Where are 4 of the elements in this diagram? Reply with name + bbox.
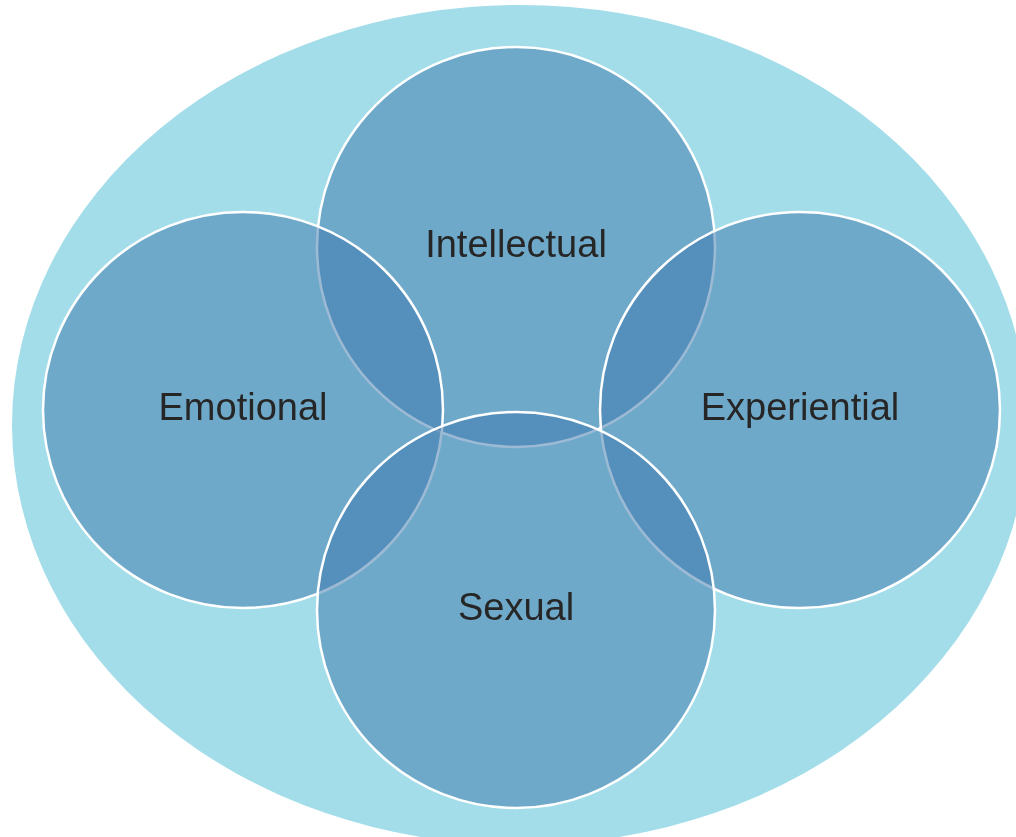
circle-label: Emotional (158, 386, 328, 429)
circle-label: Experiential (700, 386, 900, 429)
circle-label: Intellectual (425, 223, 607, 266)
circle-label: Sexual (457, 586, 575, 629)
